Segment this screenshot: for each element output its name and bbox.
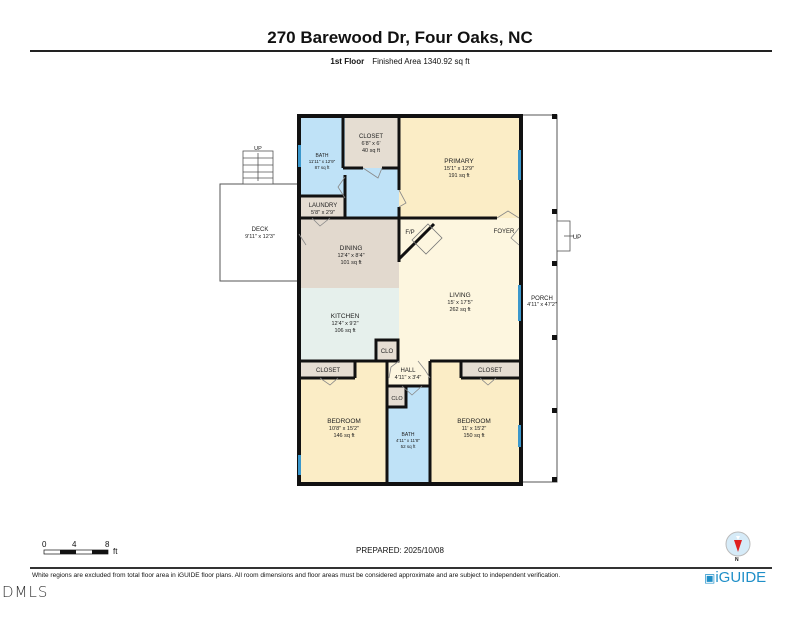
- iguide-camera-icon: ▣: [704, 571, 716, 585]
- clo1-room: [378, 341, 398, 361]
- svg-text:150 sq ft: 150 sq ft: [463, 433, 485, 439]
- foyer-label: FOYER: [494, 229, 515, 235]
- disclaimer: White regions are excluded from total fl…: [32, 572, 561, 579]
- closet3-room: [461, 361, 519, 378]
- porch-label: PORCH: [531, 296, 553, 302]
- clo2-room: [388, 387, 406, 407]
- porch-area: [518, 114, 558, 483]
- header-divider: [30, 50, 772, 52]
- porch-stairs-label: UP: [573, 235, 581, 241]
- dining-room: [301, 218, 399, 288]
- windows: [298, 145, 521, 475]
- door-swings: [298, 167, 520, 396]
- living-room: [399, 218, 519, 361]
- deck-area: [219, 183, 301, 282]
- clo2-label: CLO: [391, 396, 403, 402]
- fp-label: F/P: [405, 230, 414, 236]
- porch-posts: [552, 114, 557, 482]
- closet1-label: CLOSET: [359, 134, 383, 140]
- svg-text:4'11" x 3'4": 4'11" x 3'4": [395, 375, 422, 381]
- deck-label: DECK: [252, 227, 269, 233]
- property-address-title: 270 Barewood Dr, Four Oaks, NC: [267, 28, 533, 47]
- svg-text:11' x 15'2": 11' x 15'2": [462, 426, 487, 432]
- iguide-logo: ▣iGUIDE: [704, 569, 767, 586]
- bath1-annex: [345, 168, 399, 218]
- prepared-date: PREPARED: 2025/10/08: [356, 546, 444, 555]
- svg-text:10'8" x 15'2": 10'8" x 15'2": [329, 426, 359, 432]
- svg-text:4'11" x 47'2": 4'11" x 47'2": [527, 302, 557, 308]
- deck-stairs-label: UP: [254, 146, 262, 152]
- bedroom1-room: [301, 361, 387, 482]
- finished-area: Finished Area 1340.92 sq ft: [372, 57, 470, 66]
- mls-watermark: DMLS: [2, 583, 49, 601]
- bedroom1-label: BEDROOM: [327, 418, 361, 425]
- svg-text:15' x 17'5": 15' x 17'5": [447, 300, 472, 306]
- svg-text:101 sq ft: 101 sq ft: [340, 260, 362, 266]
- svg-text:12'4" x 8'4": 12'4" x 8'4": [337, 253, 364, 259]
- living-label: LIVING: [449, 292, 470, 299]
- hall-room: [387, 361, 430, 386]
- clo1-label: CLO: [381, 349, 394, 355]
- closet1-room: [345, 118, 399, 168]
- bath1-label: BATH: [316, 153, 329, 159]
- bedroom2-room: [430, 361, 519, 482]
- porch-stairs: [556, 220, 574, 252]
- svg-text:106 sq ft: 106 sq ft: [334, 328, 356, 334]
- closet2-room: [301, 361, 355, 378]
- compass-north-label: N: [735, 557, 739, 563]
- bath1-room: [301, 118, 345, 196]
- svg-text:9'11" x 12'3": 9'11" x 12'3": [245, 234, 275, 240]
- bedroom2-label: BEDROOM: [457, 418, 491, 425]
- scale-bar: [43, 549, 109, 555]
- svg-text:40 sq ft: 40 sq ft: [362, 148, 381, 154]
- laundry-room: [301, 196, 345, 218]
- hall-label: HALL: [400, 368, 416, 374]
- closet3-label: CLOSET: [478, 368, 502, 374]
- svg-text:11'11" x 12'9": 11'11" x 12'9": [309, 159, 336, 164]
- svg-text:87 sq ft: 87 sq ft: [315, 165, 331, 170]
- svg-text:262 sq ft: 262 sq ft: [449, 307, 471, 313]
- primary-label: PRIMARY: [444, 158, 474, 165]
- floor-subtitle: 1st Floor Finished Area 1340.92 sq ft: [0, 57, 800, 66]
- svg-text:5'8" x 2'9": 5'8" x 2'9": [311, 210, 335, 216]
- floor-name: 1st Floor: [330, 57, 365, 66]
- svg-text:146 sq ft: 146 sq ft: [333, 433, 355, 439]
- closet2-label: CLOSET: [316, 368, 340, 374]
- footer-divider: [30, 567, 772, 569]
- svg-text:12'4" x 9'2": 12'4" x 9'2": [331, 321, 358, 327]
- primary-room: [399, 118, 519, 218]
- svg-text:4'11" x 11'8": 4'11" x 11'8": [396, 438, 420, 443]
- kitchen-label: KITCHEN: [331, 313, 360, 320]
- room-labels: BATH 11'11" x 12'9" 87 sq ft CLOSET 6'8"…: [245, 134, 581, 449]
- dining-label: DINING: [340, 245, 363, 252]
- compass-icon: [725, 531, 751, 557]
- svg-text:6'8" x 6': 6'8" x 6': [361, 141, 380, 147]
- svg-text:52 sq ft: 52 sq ft: [401, 444, 417, 449]
- laundry-label: LAUNDRY: [309, 203, 338, 209]
- fireplace: [411, 223, 443, 255]
- svg-text:15'1" x 12'9": 15'1" x 12'9": [444, 166, 474, 172]
- svg-text:191 sq ft: 191 sq ft: [448, 173, 470, 179]
- bath2-label: BATH: [402, 432, 415, 438]
- deck-stairs: [242, 150, 274, 185]
